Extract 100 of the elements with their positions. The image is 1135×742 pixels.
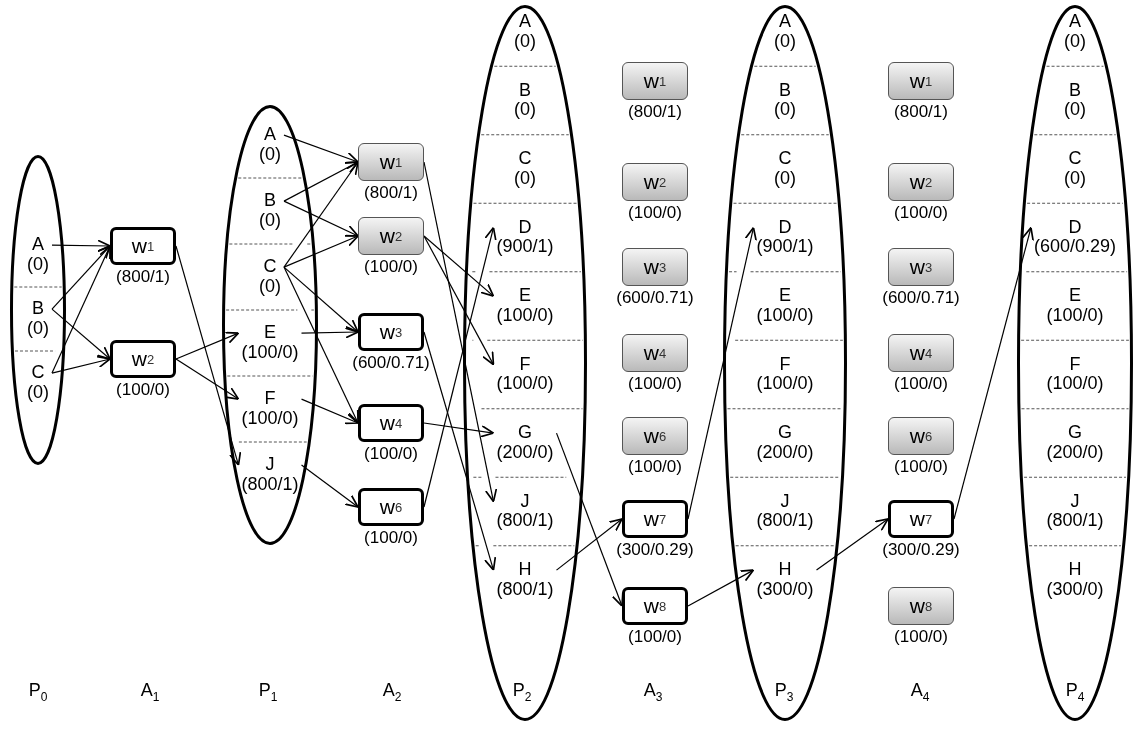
item-letter: C bbox=[777, 149, 793, 169]
item-letter: C bbox=[30, 363, 46, 383]
item-value: (100/0) bbox=[241, 343, 299, 363]
arrow bbox=[555, 432, 624, 607]
arrow bbox=[423, 226, 497, 508]
value-label: (100/0) bbox=[628, 457, 682, 477]
item-letter: D bbox=[777, 217, 793, 238]
arrow bbox=[300, 398, 359, 425]
item-value: (100/0) bbox=[496, 374, 554, 395]
value-label: (100/0) bbox=[364, 257, 418, 277]
item-letter: J bbox=[264, 455, 276, 475]
item-letter: A bbox=[31, 235, 45, 255]
item-letter: G bbox=[777, 423, 793, 443]
item-value: (0) bbox=[774, 169, 796, 189]
value-label: (600/0.71) bbox=[882, 288, 960, 308]
stage-label: A$_{2}$ bbox=[382, 680, 402, 704]
item-value: (0) bbox=[259, 211, 281, 231]
item-value: (800/1) bbox=[1046, 511, 1104, 532]
item-letter: F bbox=[263, 389, 277, 409]
item-value: (0) bbox=[514, 169, 536, 189]
item-value: (800/1) bbox=[496, 580, 554, 600]
value-label: (800/1) bbox=[628, 102, 682, 122]
item-value: (100/0) bbox=[1046, 374, 1104, 395]
item-value: (200/0) bbox=[496, 443, 554, 463]
item-letter: B bbox=[778, 80, 792, 101]
item-value: (0) bbox=[27, 319, 49, 339]
item-letter: C bbox=[1067, 149, 1083, 169]
value-label: (800/1) bbox=[894, 102, 948, 122]
arrow bbox=[283, 266, 359, 333]
arrow bbox=[423, 161, 498, 503]
arrow bbox=[687, 569, 755, 607]
item-value: (800/1) bbox=[496, 511, 554, 532]
item-letter: B bbox=[31, 299, 45, 319]
item-value: (800/1) bbox=[241, 475, 299, 495]
value-label: (600/0.71) bbox=[352, 353, 430, 373]
item-letter: E bbox=[263, 323, 277, 343]
item-value: (100/0) bbox=[241, 409, 299, 429]
item-letter: J bbox=[519, 491, 531, 512]
value-label: (800/1) bbox=[364, 183, 418, 203]
value-label: (300/0.29) bbox=[882, 540, 960, 560]
arrow bbox=[51, 355, 111, 374]
value-label: (100/0) bbox=[116, 380, 170, 400]
arrow bbox=[283, 161, 359, 268]
item-value: (800/1) bbox=[756, 511, 814, 532]
item-letter: F bbox=[1068, 354, 1082, 375]
value-label: (100/0) bbox=[894, 203, 948, 223]
arrow bbox=[283, 266, 359, 424]
item-letter: B bbox=[263, 191, 277, 211]
value-label: (100/0) bbox=[364, 444, 418, 464]
arrow bbox=[687, 226, 757, 520]
item-value: (100/0) bbox=[1046, 306, 1104, 326]
arrow bbox=[555, 518, 623, 571]
item-letter: A bbox=[518, 12, 532, 32]
item-value: (0) bbox=[1064, 100, 1086, 121]
item-value: (0) bbox=[259, 277, 281, 297]
stage-label: P$_{3}$ bbox=[774, 680, 794, 704]
arrow bbox=[423, 235, 495, 297]
arrow bbox=[51, 308, 111, 360]
item-letter: H bbox=[517, 560, 533, 580]
item-letter: F bbox=[778, 354, 792, 375]
arrow bbox=[51, 245, 111, 374]
arrow bbox=[300, 326, 359, 339]
item-value: (0) bbox=[27, 383, 49, 403]
item-value: (300/0) bbox=[1046, 580, 1104, 600]
item-letter: B bbox=[518, 80, 532, 101]
item-letter: C bbox=[517, 149, 533, 169]
item-letter: G bbox=[517, 423, 533, 443]
item-value: (0) bbox=[1064, 32, 1086, 52]
stage-label: P$_{1}$ bbox=[258, 680, 278, 704]
value-label: (600/0.71) bbox=[616, 288, 694, 308]
arrow bbox=[283, 200, 359, 237]
value-label: (100/0) bbox=[894, 457, 948, 477]
value-label: (100/0) bbox=[628, 203, 682, 223]
arrow bbox=[300, 464, 359, 508]
item-value: (600/0.29) bbox=[1033, 237, 1117, 258]
value-label: (800/1) bbox=[116, 267, 170, 287]
arrow bbox=[423, 235, 495, 366]
item-letter: B bbox=[1068, 80, 1082, 101]
item-value: (0) bbox=[774, 100, 796, 121]
item-value: (100/0) bbox=[756, 306, 814, 326]
item-value: (200/0) bbox=[756, 443, 814, 463]
item-letter: A bbox=[1068, 12, 1082, 32]
item-letter: G bbox=[1067, 423, 1083, 443]
item-value: (0) bbox=[259, 145, 281, 165]
item-value: (900/1) bbox=[496, 237, 554, 258]
item-value: (0) bbox=[1064, 169, 1086, 189]
item-letter: E bbox=[778, 286, 792, 306]
stage-label: A$_{3}$ bbox=[643, 680, 663, 704]
arrow bbox=[423, 422, 495, 438]
value-label: (100/0) bbox=[894, 627, 948, 647]
item-value: (900/1) bbox=[756, 237, 814, 258]
arrow bbox=[175, 245, 242, 466]
item-letter: H bbox=[777, 560, 793, 580]
arrow bbox=[51, 245, 111, 310]
item-letter: D bbox=[517, 217, 533, 238]
arrow bbox=[175, 358, 240, 400]
arrow bbox=[283, 161, 359, 202]
arrow bbox=[283, 134, 359, 164]
item-letter: D bbox=[1067, 217, 1083, 238]
arrow bbox=[175, 331, 240, 360]
